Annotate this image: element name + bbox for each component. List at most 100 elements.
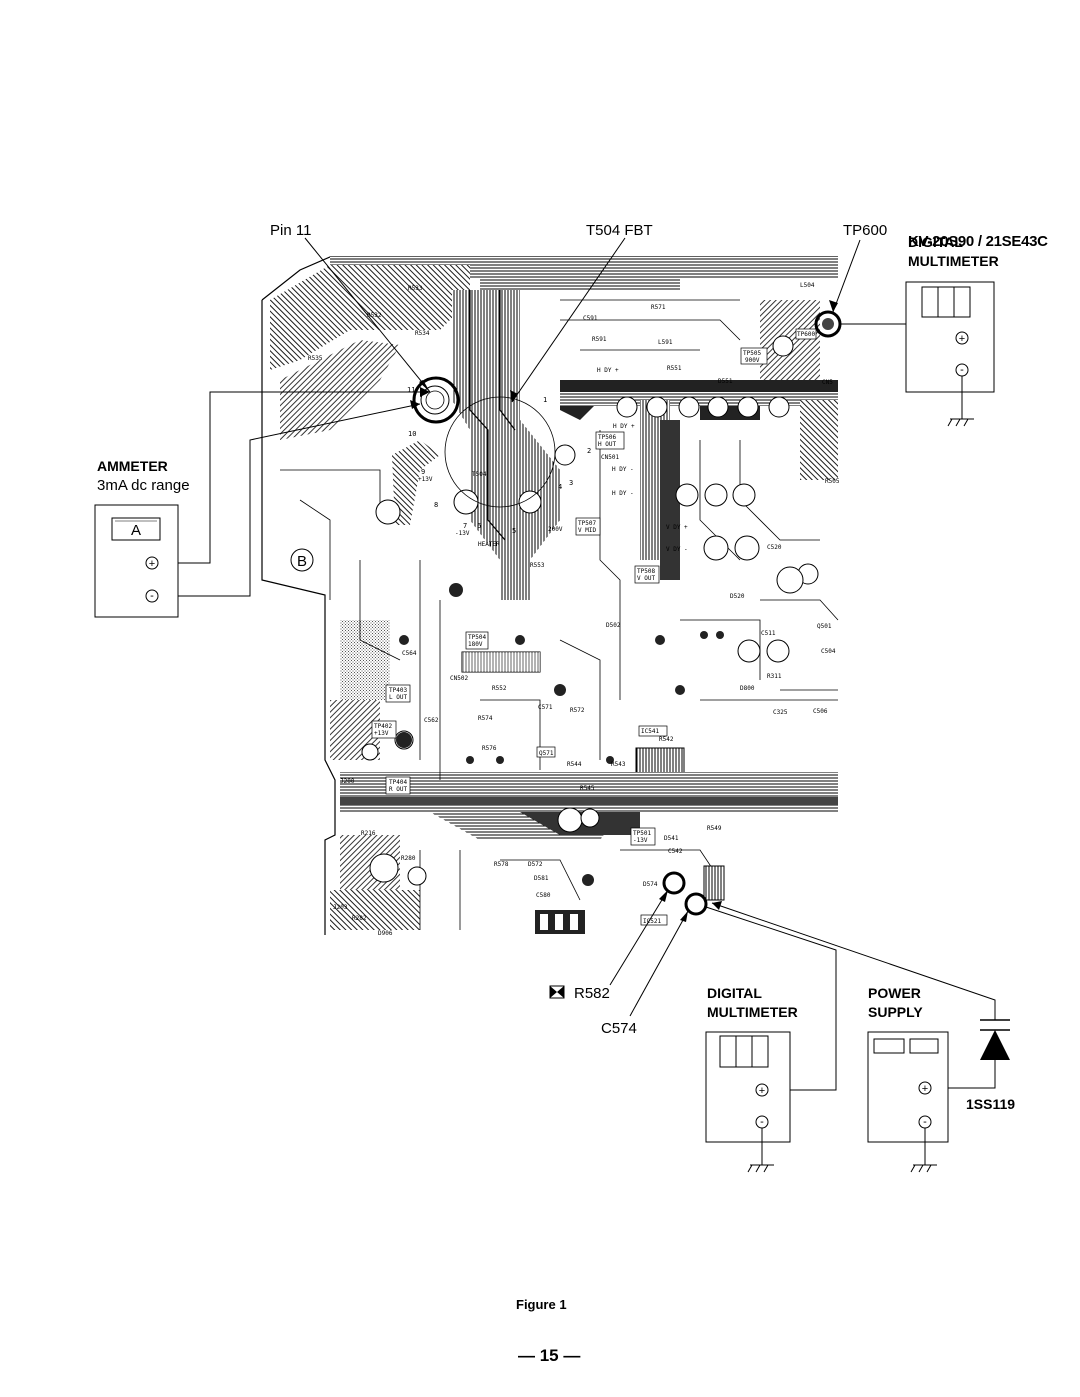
pcb-r535: R535 [308, 355, 323, 362]
ammeter-range: 3mA dc range [97, 477, 190, 494]
pcb-tp504: TP504 [468, 634, 486, 641]
pcb-tp504v: 180V [468, 641, 483, 648]
pcb-tp402v: +13V [374, 730, 389, 737]
pcb-r578: R578 [494, 861, 509, 868]
pcb-r576: R576 [482, 745, 497, 752]
pcb-j203: J203 [333, 904, 348, 911]
pcb-vdy1: V DY + [666, 524, 688, 531]
pcb-q501: Q501 [817, 623, 832, 630]
pcb-tp600: TP600 [797, 331, 815, 338]
pcb-r280: R280 [401, 855, 416, 862]
pcb-r534: R534 [415, 330, 430, 337]
pcb-tp506v: H OUT [598, 441, 616, 448]
dmm-top-line2: MULTIMETER [908, 253, 999, 269]
arrowheads [410, 300, 838, 922]
pcb-r543: R543 [611, 761, 626, 768]
ammeter-title: AMMETER 3mA dc range [97, 457, 190, 495]
pcb-r282: R282 [352, 915, 367, 922]
dmm-bottom-minus: - [760, 1116, 764, 1128]
pcb-r545: R545 [580, 785, 595, 792]
pcb-d502: D502 [606, 622, 621, 629]
pcb-tp501v: -13V [633, 837, 648, 844]
pcb-c325: C325 [773, 709, 788, 716]
pcb-r532: R532 [367, 312, 382, 319]
1ss119-label: 1SS119 [966, 1096, 1016, 1112]
dmm-bottom-device [705, 1031, 791, 1173]
pin-11-label: Pin 11 [270, 222, 312, 239]
psu-line2: SUPPLY [868, 1004, 923, 1020]
pcb-r574: R574 [478, 715, 493, 722]
dmm-bottom-line1: DIGITAL [707, 985, 762, 1001]
ammeter-device [94, 504, 179, 618]
pcb-tp506: TP506 [598, 434, 616, 441]
pcb-c562: C562 [424, 717, 439, 724]
pcb-tp404: TP404 [389, 779, 407, 786]
pcb-tp403: TP403 [389, 687, 407, 694]
pcb-c571: C571 [538, 704, 553, 711]
pcb-n5: 5 [512, 527, 516, 535]
pcb-n2: 2 [587, 447, 591, 455]
dmm-top-minus: - [960, 364, 964, 376]
pcb-v200: 200V [548, 526, 563, 533]
pcb-d574: D574 [643, 881, 658, 888]
pcb-tp508: TP508 [637, 568, 655, 575]
pcb-v13: +13V [418, 476, 433, 483]
pcb-q571: Q571 [539, 750, 554, 757]
pcb-board: B R533 R532 R534 R535 R571 C591 R591 [261, 256, 842, 937]
pcb-c511: C511 [761, 630, 776, 637]
pcb-c591: C591 [583, 315, 598, 322]
pcb-n3: 3 [569, 479, 573, 487]
pcb-d541: D541 [664, 835, 679, 842]
pcb-d581: D581 [534, 875, 549, 882]
t504-fbt-label: T504 FBT [586, 222, 653, 239]
board-mark: B [297, 553, 307, 570]
dmm-bottom-line2: MULTIMETER [707, 1004, 798, 1020]
pcb-d800: D800 [740, 685, 755, 692]
pcb-heater: HEATER [478, 541, 500, 548]
pcb-n8: 8 [434, 501, 438, 509]
pcb-cn5: CN5 [822, 379, 833, 386]
dmm-top-title: DIGITAL MULTIMETER [908, 233, 999, 271]
psu-line1: POWER [868, 985, 921, 1001]
pcb-ic541: IC541 [641, 728, 659, 735]
psu-minus: - [923, 1116, 927, 1128]
pcb-c564: C564 [402, 650, 417, 657]
pcb-d572: D572 [528, 861, 543, 868]
pcb-hdy-b: H DY + [613, 423, 635, 430]
ammeter-plus: + [149, 558, 155, 570]
model-header: KV-20S90 / 21SE43C [908, 233, 1048, 250]
pcb-n1: 1 [543, 396, 547, 404]
dmm-top-device [905, 281, 995, 427]
callout-lines [178, 237, 996, 1091]
page-number: — 15 — [518, 1346, 581, 1365]
pcb-c504: C504 [821, 648, 836, 655]
dmm-bottom-plus: + [759, 1085, 765, 1097]
pcb-r311: R311 [767, 673, 782, 680]
pcb-hdy2-b: H DY - [612, 490, 634, 497]
pcb-d520: D520 [730, 593, 745, 600]
c574-label: C574 [601, 1020, 637, 1037]
pcb-c542: C542 [668, 848, 683, 855]
pcb-r572: R572 [570, 707, 585, 714]
pcb-r216: R216 [361, 830, 376, 837]
ammeter-symbol: A [131, 522, 141, 539]
psu-plus: + [922, 1083, 928, 1095]
ammeter-label: AMMETER [97, 458, 168, 474]
pcb-cn502: CN502 [450, 675, 468, 682]
power-supply-device [867, 1031, 949, 1173]
pcb-hdy2: H DY - [612, 466, 634, 473]
pcb-tp402: TP402 [374, 723, 392, 730]
pcb-tp505: TP505 [743, 350, 761, 357]
pcb-tp507: TP507 [578, 520, 596, 527]
dmm-top-line1: DIGITAL [908, 234, 963, 250]
pcb-r551: R551 [667, 365, 682, 372]
pcb-ic521: IC521 [643, 918, 661, 925]
pcb-tp403v: L OUT [389, 694, 407, 701]
pcb-r552: R552 [492, 685, 507, 692]
pcb-vm13: -13V [455, 530, 470, 537]
pcb-r591: R591 [592, 336, 607, 343]
pcb-j200: J200 [340, 778, 355, 785]
pcb-r505: R505 [825, 478, 840, 485]
pcb-r533: R533 [408, 285, 423, 292]
